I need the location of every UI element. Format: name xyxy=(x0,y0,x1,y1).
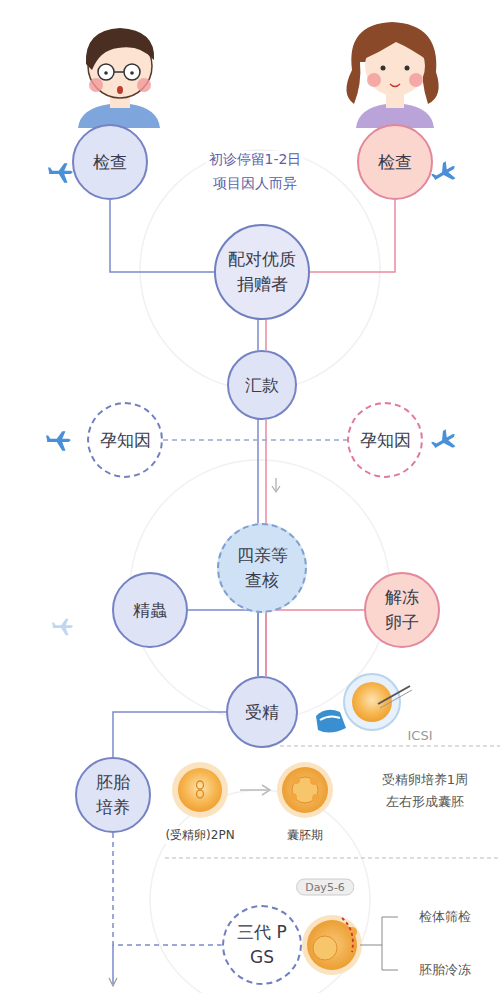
connector-line xyxy=(163,439,347,441)
process-circle: 精蟲 xyxy=(112,572,188,648)
process-circle: 受精 xyxy=(226,676,298,748)
note-label: 左右形成囊胚 xyxy=(384,793,466,811)
woman-figure xyxy=(346,22,438,128)
note-label: (受精卵)2PN xyxy=(163,827,236,844)
process-circle: 孕知因 xyxy=(87,402,163,478)
process-circle: 检查 xyxy=(72,124,148,200)
node-label: 汇款 xyxy=(237,373,288,398)
connector-line xyxy=(113,833,222,945)
node-label: 胚胎培养 xyxy=(96,770,130,819)
process-circle: 三代 PGS xyxy=(222,905,303,986)
process-circle: 解冻卵子 xyxy=(364,572,440,648)
process-circle: 汇款 xyxy=(227,350,297,420)
process-circle: 检查 xyxy=(357,124,433,200)
node-label: 孕知因 xyxy=(360,428,411,453)
process-circle: 配对优质捐赠者 xyxy=(214,224,310,320)
node-label: 精蟲 xyxy=(125,598,176,623)
connector-line xyxy=(257,420,259,523)
node-label: 四亲等查核 xyxy=(237,543,288,592)
note-label: 胚胎冷冻 xyxy=(417,961,473,979)
embryo-illustration xyxy=(172,762,333,818)
connector-twin-line xyxy=(265,320,267,350)
process-circle: 胚胎培养 xyxy=(75,757,151,833)
note-label: 受精卵培养1周 xyxy=(380,771,470,789)
connector-line xyxy=(257,320,259,350)
node-label: 解冻卵子 xyxy=(385,585,419,634)
note-label: 检体筛检 xyxy=(417,908,473,926)
node-label: 三代 PGS xyxy=(236,920,287,969)
node-label: 检查 xyxy=(370,150,421,175)
connector-line xyxy=(113,712,226,757)
plane-icon xyxy=(429,159,460,188)
connector-line xyxy=(310,200,395,272)
node-label: 检查 xyxy=(85,150,136,175)
node-label: 配对优质捐赠者 xyxy=(228,247,296,296)
plane-icon xyxy=(52,619,73,636)
icsi-illustration xyxy=(316,674,412,733)
note-label: 项目因人而异 xyxy=(211,175,299,193)
connector-line xyxy=(110,200,214,272)
process-circle: 孕知因 xyxy=(347,402,423,478)
plane-icon xyxy=(48,163,73,183)
plane-icon xyxy=(429,427,460,456)
connector-line xyxy=(266,610,364,676)
note-label: 囊胚期 xyxy=(285,827,325,844)
node-label: 孕知因 xyxy=(100,428,151,453)
man-figure xyxy=(78,28,160,128)
note-label: Day5-6 xyxy=(296,879,354,896)
connector-line xyxy=(188,610,258,676)
connector-twin-line xyxy=(265,420,267,523)
pgs-illustration xyxy=(302,915,398,975)
plane-icon xyxy=(46,431,71,451)
process-circle: 四亲等查核 xyxy=(217,523,307,613)
note-label: 初诊停留1-2日 xyxy=(207,151,304,169)
node-label: 受精 xyxy=(237,700,288,725)
note-label: ICSI xyxy=(406,728,435,743)
